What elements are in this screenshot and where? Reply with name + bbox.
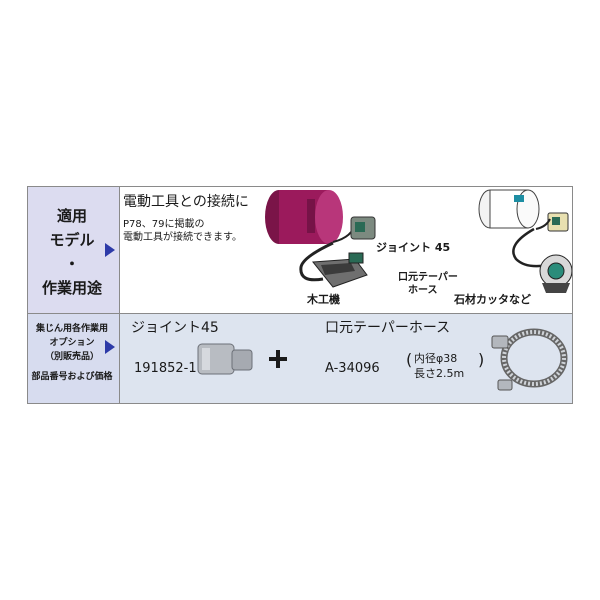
options-row: 集じん用各作業用 オプション （別販売品） 部品番号および価格 ジョイント45 …	[28, 314, 572, 403]
joint-45-icon	[197, 343, 253, 375]
applicable-models-row: 適用 モデル ・ 作業用途 電動工具との接続に P78、79に掲載の 電動工具が…	[28, 187, 572, 314]
plus-icon	[269, 350, 287, 368]
hose-spec-diameter: 内径φ38	[414, 352, 458, 365]
arrow-right-icon	[105, 340, 115, 354]
header-line-1: 適用	[56, 207, 87, 225]
spec-table: 適用 モデル ・ 作業用途 電動工具との接続に P78、79に掲載の 電動工具が…	[27, 186, 573, 404]
options-header: 集じん用各作業用 オプション （別販売品） 部品番号および価格	[28, 314, 120, 403]
hose-label-1: 口元テーパー	[398, 272, 458, 283]
tapered-hose-icon	[491, 328, 568, 391]
options-header-line-2: オプション	[49, 338, 95, 348]
hose-label-2: ホース	[408, 285, 438, 296]
header-line-3: ・	[64, 255, 80, 273]
spec-bracket-close: )	[478, 350, 485, 369]
header-line-2: モデル	[49, 231, 95, 249]
hose-code: A-34096	[325, 361, 380, 376]
options-header-line-4: 部品番号および価格	[31, 372, 113, 382]
connection-title: 電動工具との接続に	[123, 194, 249, 210]
joint-label: ジョイント 45	[376, 241, 451, 254]
connection-note-1: P78、79に掲載の	[123, 219, 205, 230]
applicable-models-header: 適用 モデル ・ 作業用途	[28, 187, 120, 313]
connection-note-2: 電動工具が接続できます。	[123, 232, 242, 243]
dust-collector-cutter-illustration	[478, 189, 572, 293]
header-line-4: 作業用途	[41, 279, 102, 297]
joint-name: ジョイント45	[131, 320, 219, 336]
hose-spec-length: 長さ2.5m	[414, 367, 465, 380]
arrow-right-icon	[105, 243, 115, 257]
woodworking-label: 木工機	[307, 293, 340, 306]
options-header-line-1: 集じん用各作業用	[35, 324, 108, 334]
dust-collector-woodworking-illustration	[265, 190, 376, 288]
spec-bracket-open: (	[406, 350, 413, 369]
options-header-line-3: （別販売品）	[44, 352, 99, 362]
stone-cutter-label: 石材カッタなど	[454, 293, 531, 306]
hose-name: 口元テーパーホース	[325, 320, 451, 336]
joint-code: 191852-1	[134, 361, 197, 376]
